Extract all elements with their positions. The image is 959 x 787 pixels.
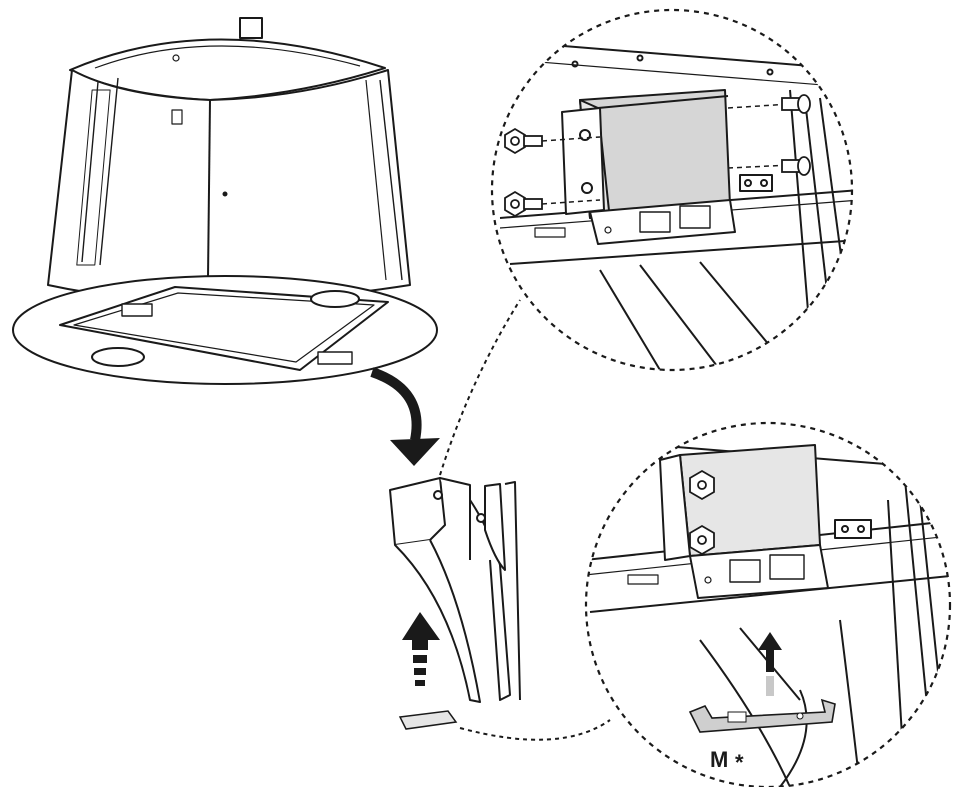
part-label: M [710,747,728,772]
part-label-suffix: * [735,750,744,775]
hood-light-right [310,290,360,308]
detail-view-bottom: M * [584,421,952,787]
junction-box-bottom [659,444,829,599]
detail-view-top [490,8,854,372]
screw-icon [781,94,811,176]
arrow-down-curved-icon [370,367,440,466]
hood-top-flange [239,17,263,39]
cooker-hood [12,17,438,385]
screw-icon [689,469,715,556]
mounting-clip-icon [688,698,836,733]
mounting-bracket [389,477,521,703]
detail-leader-lines [439,299,611,741]
screw-icon [504,127,543,218]
arrow-up-icon [402,612,440,686]
arrow-up-icon [758,632,782,696]
junction-box-top [561,89,736,245]
mounting-clip-icon [398,710,458,730]
hood-body [47,69,411,303]
hood-light-left [91,347,145,367]
